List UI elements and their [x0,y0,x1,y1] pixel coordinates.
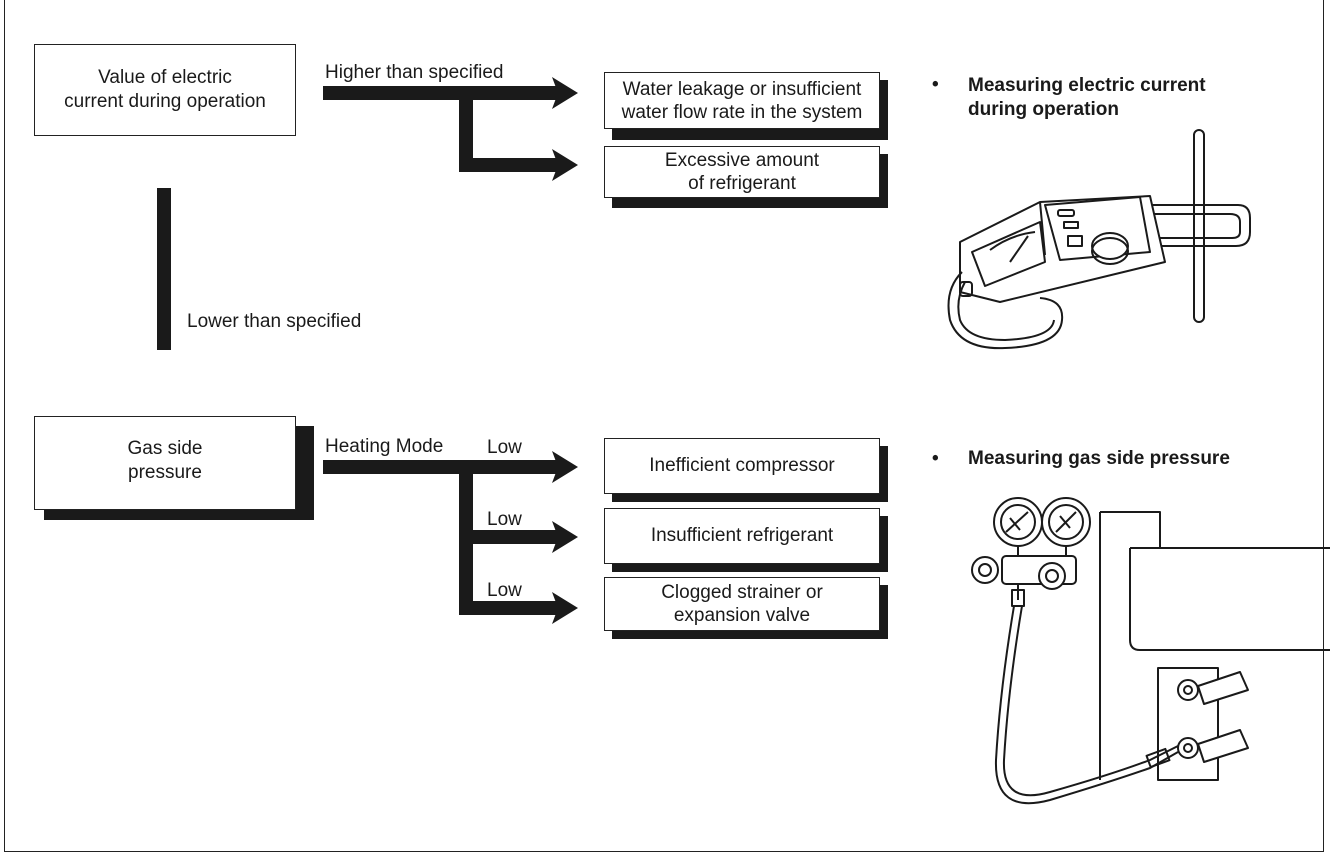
current-source-box: Value of electric current during operati… [34,44,296,136]
arrow-shaft-compressor [323,460,558,474]
result-clogged-strainer: Clogged strainer or expansion valve [604,577,880,631]
diagram-frame [4,0,1324,852]
arrow-head-excess [552,149,578,181]
note-measuring-pressure: Measuring gas side pressure [968,448,1230,469]
arrow-shaft-strainer [459,601,558,615]
result-water-leakage: Water leakage or insufficient water flow… [604,72,880,129]
arrow-head-higher [552,77,578,109]
arrow-head-compressor [552,451,578,483]
result-excess-refrigerant: Excessive amount of refrigerant [604,146,880,198]
low-label-1: Low [487,437,522,458]
branch-vertical-1 [459,86,473,172]
note-measuring-current: Measuring electric current during operat… [968,75,1206,120]
arrow-head-refrigerant [552,521,578,553]
note-bullet-pressure: • [932,448,939,469]
higher-than-specified-label: Higher than specified [325,62,504,83]
low-label-3: Low [487,580,522,601]
result-insufficient-refrigerant: Insufficient refrigerant [604,508,880,564]
arrow-shaft-higher [323,86,558,100]
lower-bar [157,188,171,350]
heating-mode-label: Heating Mode [325,436,444,457]
arrow-shaft-excess [459,158,558,172]
low-label-2: Low [487,509,522,530]
result-inefficient-compressor: Inefficient compressor [604,438,880,494]
pressure-source-box: Gas side pressure [34,416,296,510]
arrow-head-strainer [552,592,578,624]
arrow-shaft-refrigerant [459,530,558,544]
note-bullet-current: • [932,74,939,95]
lower-than-specified-label: Lower than specified [187,311,362,332]
